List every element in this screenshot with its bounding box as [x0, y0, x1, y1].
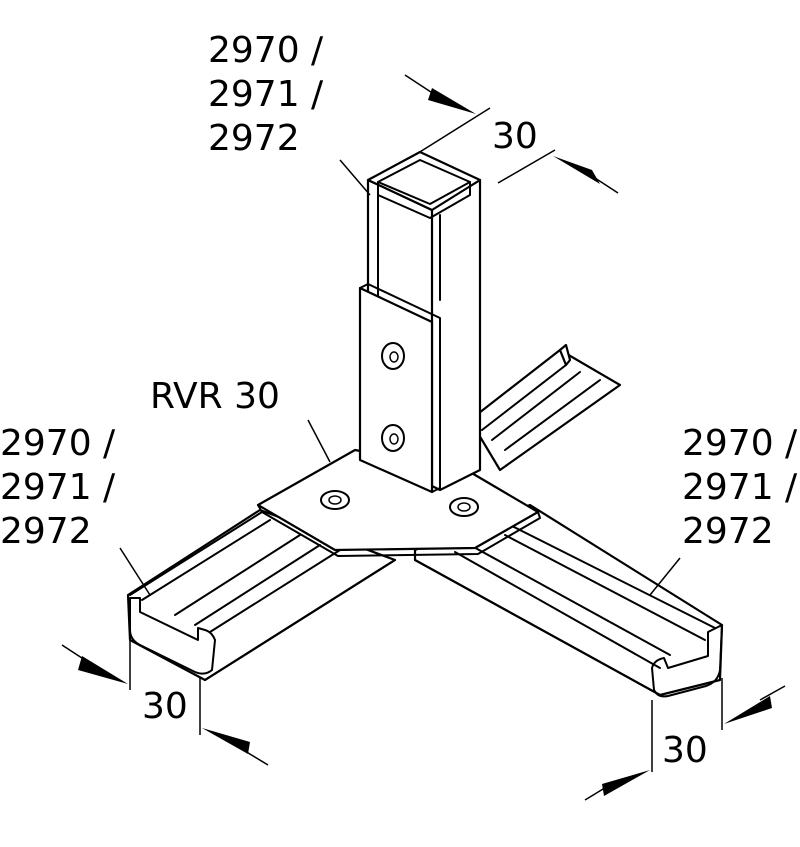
rear-rail	[468, 343, 622, 472]
label-line: 2971 /	[0, 467, 116, 508]
bolt-hole	[320, 490, 350, 510]
label-line: 2971 /	[682, 467, 798, 508]
label-connector: RVR 30	[150, 376, 280, 417]
dimension-right	[584, 678, 786, 801]
dimension-left-value: 30	[142, 686, 188, 727]
label-line: 2970 /	[208, 30, 324, 71]
dimension-top	[404, 74, 619, 194]
bolt-hole	[449, 497, 479, 517]
label-left-part: 2970 / 2971 / 2972	[0, 423, 116, 552]
dimension-top-value: 30	[492, 116, 538, 157]
label-line: 2970 /	[0, 423, 116, 464]
label-top-part: 2970 / 2971 / 2972	[208, 30, 324, 159]
leader-lines	[119, 159, 681, 596]
label-line: 2972	[208, 118, 300, 159]
label-line: 2971 /	[208, 74, 324, 115]
dimension-right-value: 30	[662, 730, 708, 771]
right-rail	[413, 503, 724, 698]
left-rail	[126, 508, 397, 682]
label-line: 2972	[0, 511, 92, 552]
bolt-hole	[381, 424, 405, 452]
dimension-left	[61, 640, 269, 766]
label-line: 2970 /	[682, 423, 798, 464]
vertical-post	[358, 150, 482, 494]
label-line: 2972	[682, 511, 774, 552]
label-right-part: 2970 / 2971 / 2972	[682, 423, 798, 552]
bolt-hole	[381, 342, 405, 370]
